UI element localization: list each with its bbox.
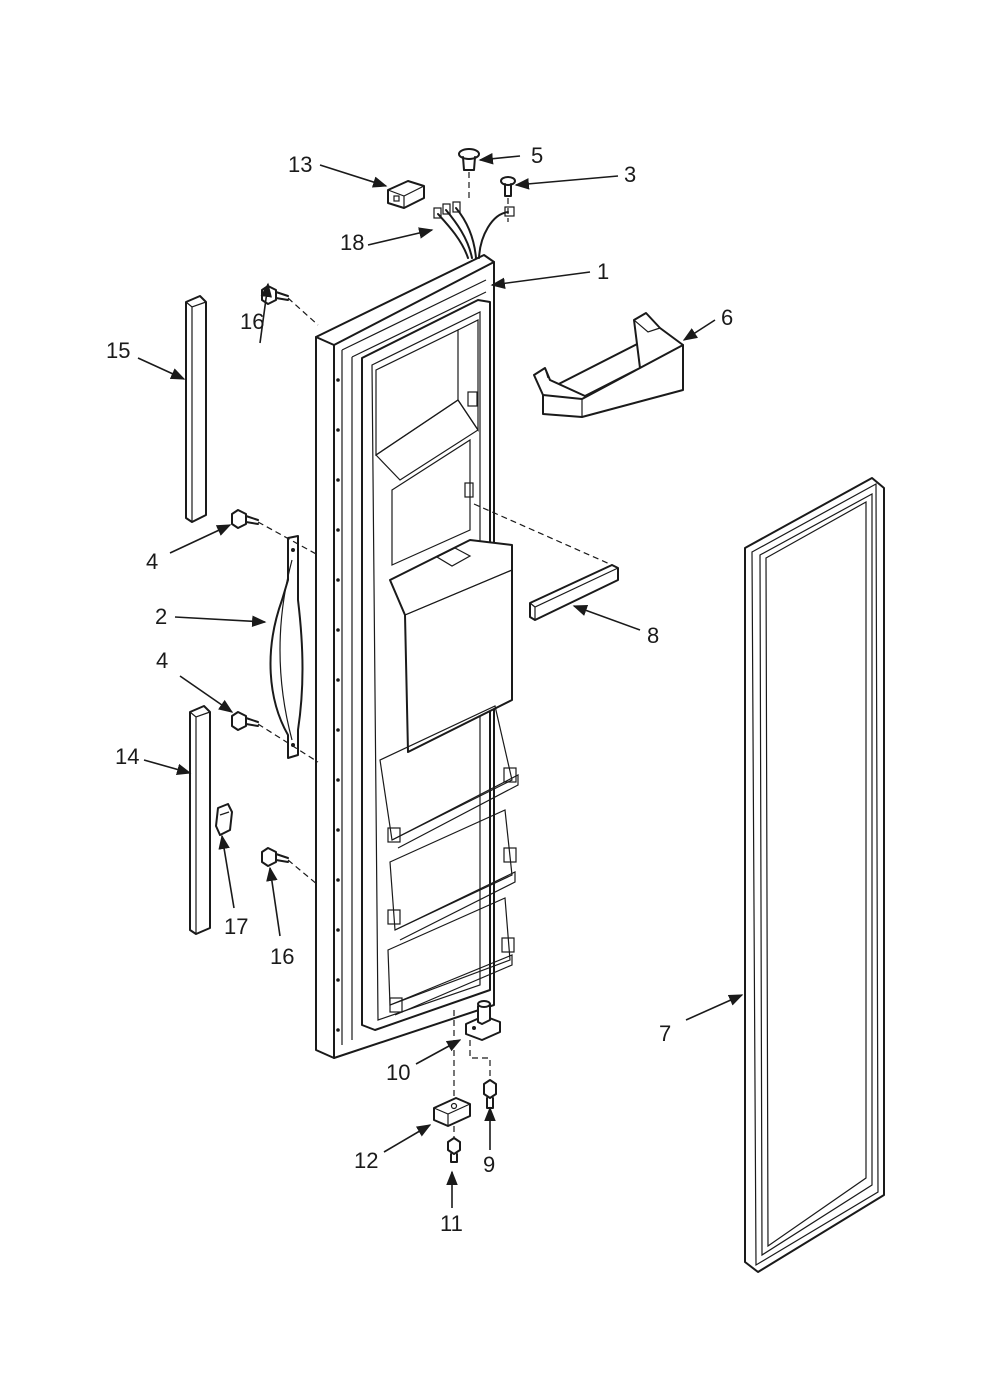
callout-labels: 1 2 3 4 4 5 6 7 8 9 10 11 12 13 14 15 16… — [106, 143, 733, 1236]
hinge-block — [433, 1097, 471, 1127]
door-screw-holes — [336, 378, 340, 1032]
callout-12: 12 — [354, 1148, 378, 1173]
callout-1: 1 — [597, 259, 609, 284]
callout-8: 8 — [647, 623, 659, 648]
callout-11: 11 — [440, 1211, 463, 1236]
hinge-screw — [483, 1079, 497, 1109]
plug-fastener — [458, 148, 480, 200]
callout-16-upper: 16 — [240, 309, 264, 334]
door-gasket — [744, 477, 885, 1273]
top-screw — [500, 176, 516, 222]
handle-screw-lower — [231, 711, 259, 731]
trim-clip — [215, 803, 233, 836]
connector-block — [387, 180, 425, 209]
lower-handle-trim — [189, 705, 211, 935]
callout-9: 9 — [483, 1152, 495, 1177]
callout-4-upper: 4 — [146, 549, 158, 574]
door-handle — [269, 535, 304, 759]
callout-7: 7 — [659, 1021, 671, 1046]
callout-3: 3 — [624, 162, 636, 187]
callout-10: 10 — [386, 1060, 410, 1085]
door-panel — [315, 254, 519, 1059]
handle-screw-upper — [231, 509, 259, 529]
callout-13: 13 — [288, 152, 312, 177]
callout-2: 2 — [155, 604, 167, 629]
callout-4-lower: 4 — [156, 648, 168, 673]
door-hinge — [465, 1000, 501, 1041]
trim-screw-lower — [261, 847, 289, 867]
leader-lines — [137, 152, 744, 1208]
hinge-block-screw — [447, 1137, 461, 1163]
wire-harness — [433, 201, 515, 259]
callout-5: 5 — [531, 143, 543, 168]
callout-18: 18 — [340, 230, 364, 255]
trim-strip-dashline — [473, 503, 613, 566]
callout-15: 15 — [106, 338, 130, 363]
callout-17: 17 — [224, 914, 248, 939]
callout-16-lower: 16 — [270, 944, 294, 969]
callout-6: 6 — [721, 305, 733, 330]
dispenser-trim-strip — [529, 564, 619, 621]
upper-handle-trim — [185, 295, 207, 523]
callout-14: 14 — [115, 744, 139, 769]
door-bin — [533, 312, 684, 418]
